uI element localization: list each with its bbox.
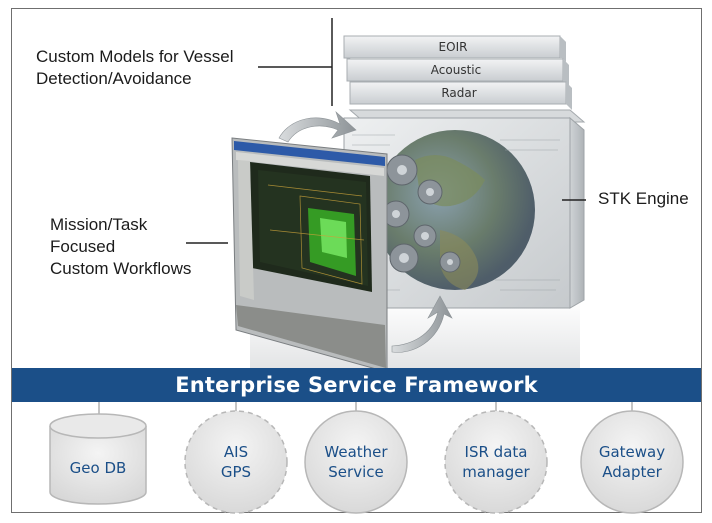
service-label-weather-service: Weather Service: [324, 443, 388, 481]
service-label-isr-data-manager: ISR data manager: [462, 443, 530, 481]
weather-service-circle: [304, 410, 408, 514]
service-label-ais-gps: AIS GPS: [220, 443, 252, 481]
layer-label-eoir: EOIR: [438, 40, 468, 54]
gateway-adapter-circle: [580, 410, 684, 514]
layer-label-radar: Radar: [441, 86, 477, 100]
custom-models-label: Custom Models for Vessel Detection/Avoid…: [36, 47, 234, 88]
arrow-to-engine-icon: [278, 111, 357, 143]
service-label-geo-db: Geo DB: [69, 459, 127, 477]
enterprise-service-framework-bar: Enterprise Service Framework: [12, 368, 701, 402]
framework-title: Enterprise Service Framework: [175, 373, 538, 397]
service-label-gateway-adapter: Gateway Adapter: [598, 443, 666, 481]
stk-engine-label: STK Engine: [598, 189, 689, 208]
geo-db-cylinder: [49, 413, 147, 505]
model-layer-stack: [343, 35, 572, 110]
layer-label-acoustic: Acoustic: [430, 63, 482, 77]
mission-task-label: Mission/Task Focused Custom Workflows: [50, 215, 192, 278]
arrow-from-engine-icon: [391, 295, 453, 353]
workflow-app-screenshot: [231, 137, 388, 373]
ais-gps-circle: [184, 410, 288, 514]
isr-data-manager-circle: [444, 410, 548, 514]
